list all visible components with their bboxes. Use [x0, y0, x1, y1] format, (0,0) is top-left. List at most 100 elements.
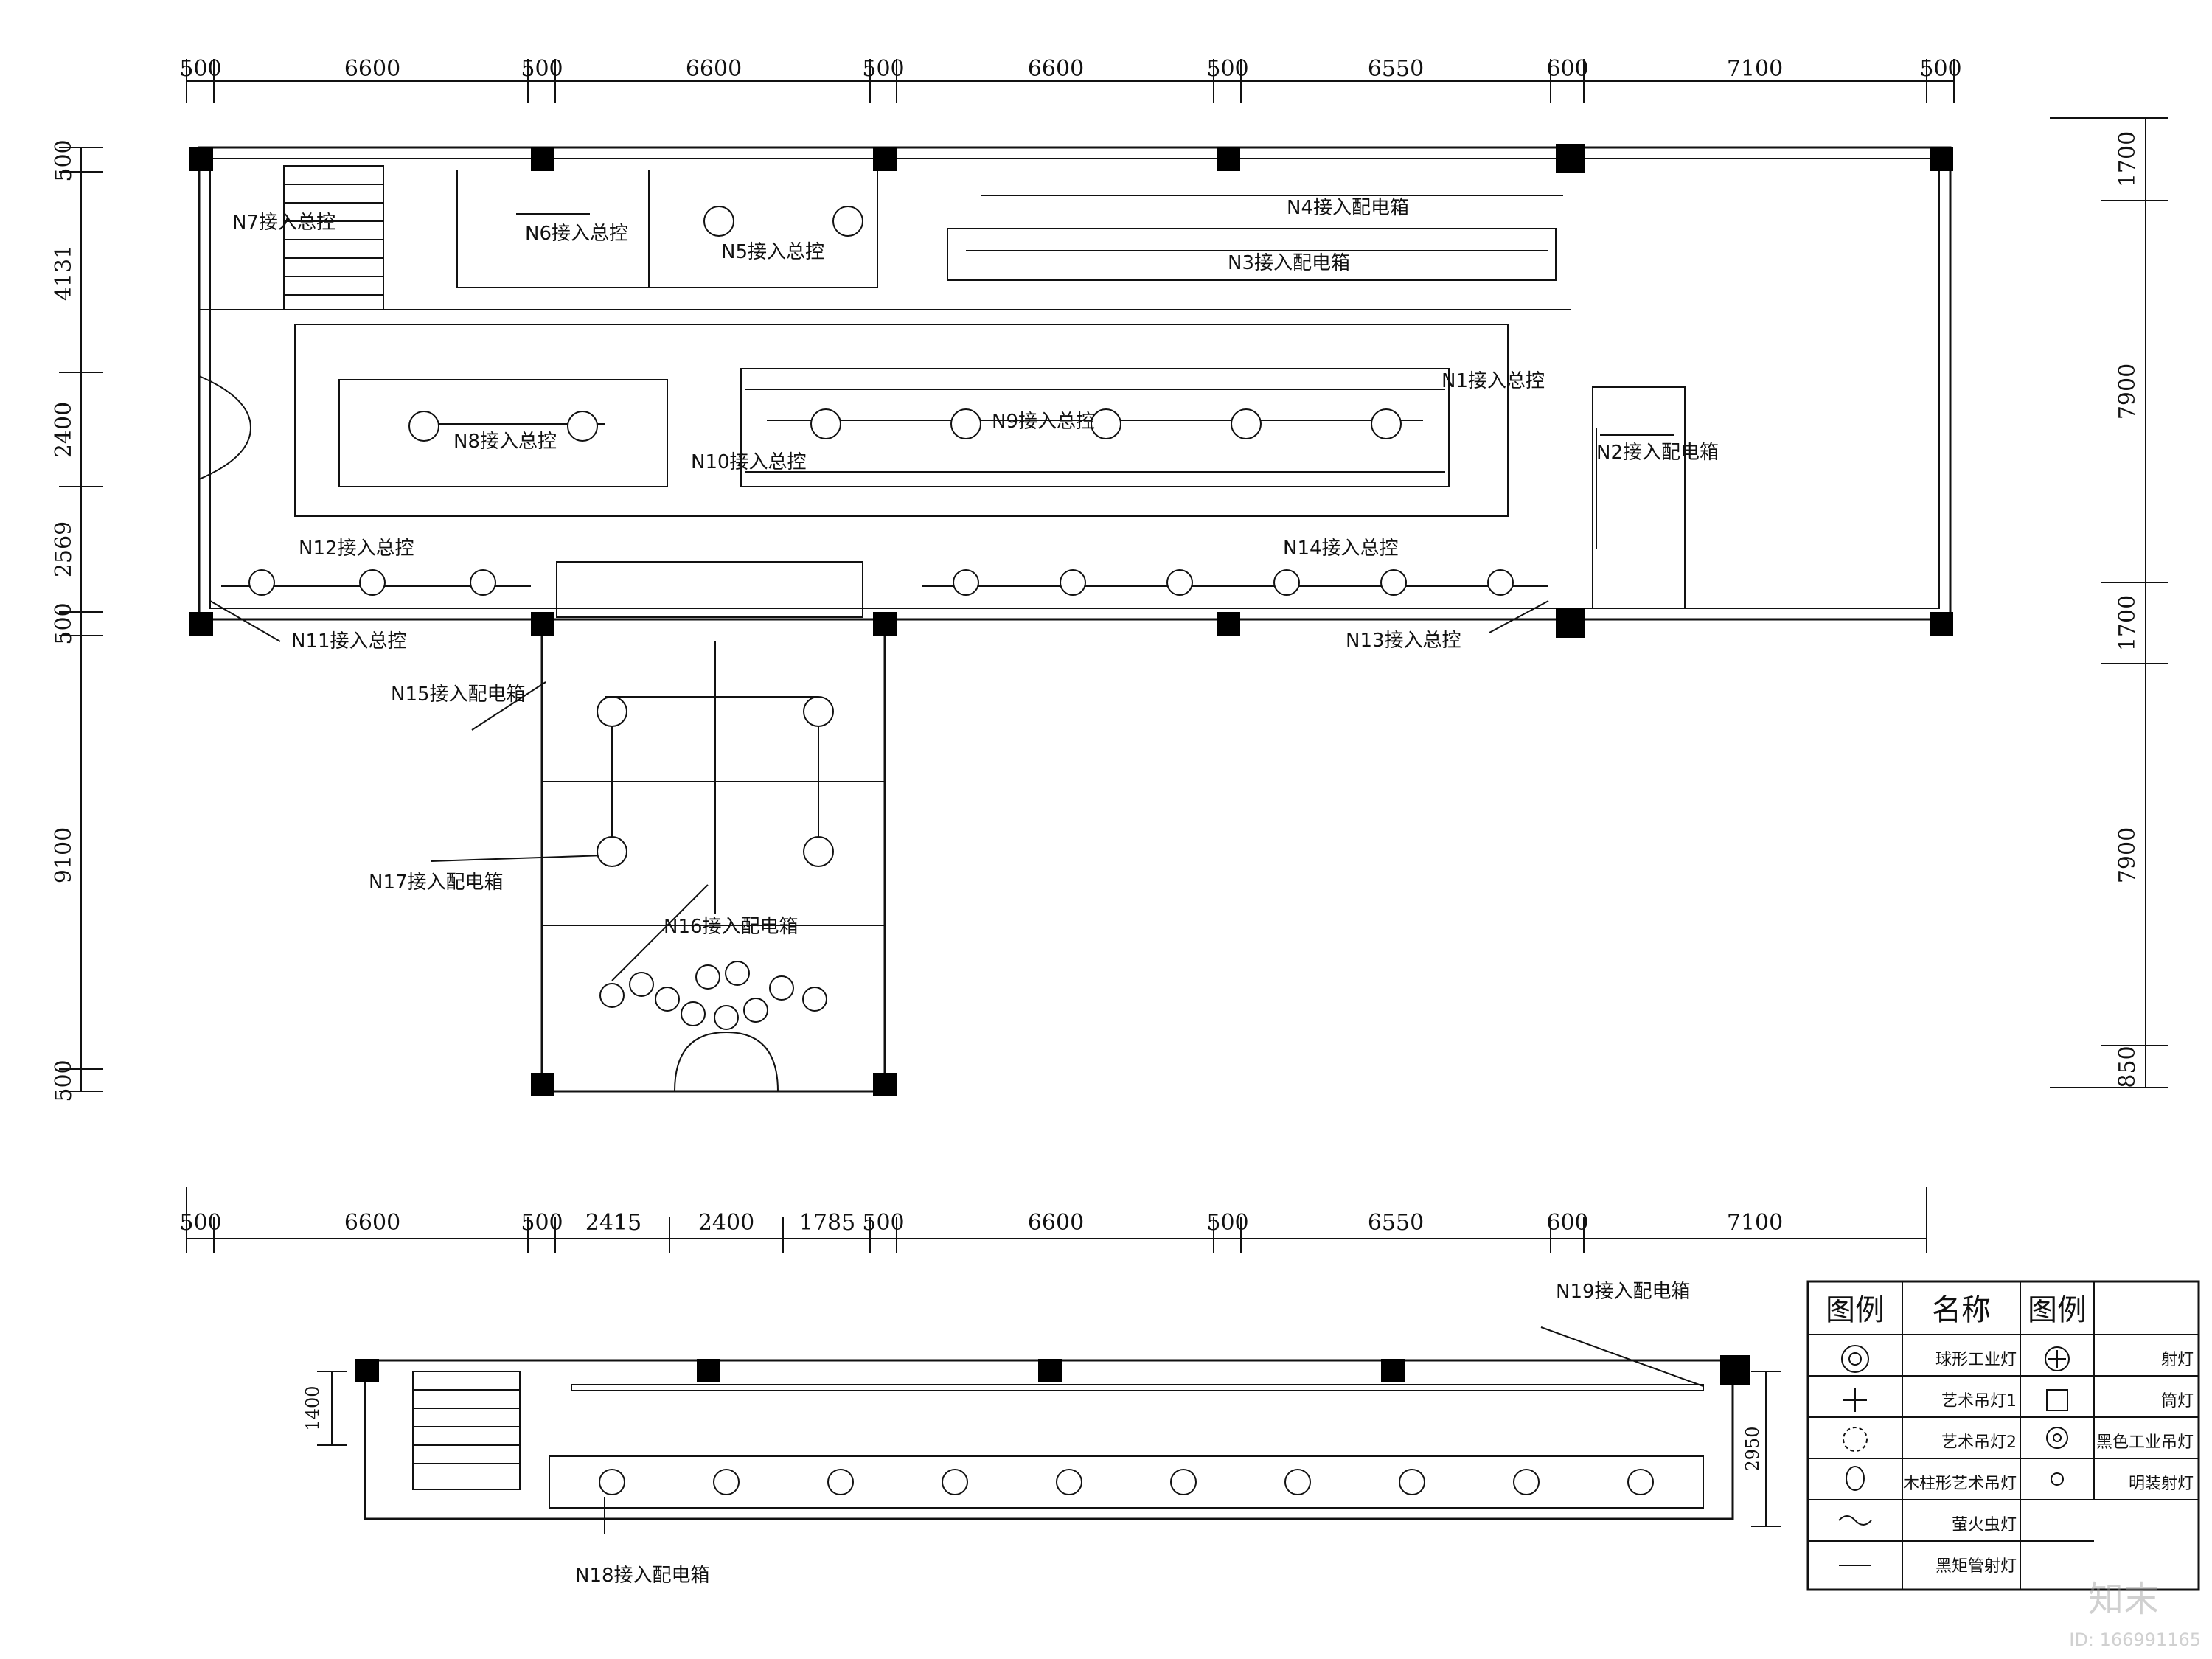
downlight-icon: [2046, 1389, 2068, 1411]
column: [873, 1073, 897, 1096]
dim-top-1: 6600: [344, 56, 400, 82]
main-floor-plan: [198, 146, 1952, 621]
column: [531, 612, 554, 636]
circuit-labels: N1接入总控 N2接入配电箱 N3接入配电箱 N4接入配电箱 N5接入总控 N6…: [232, 197, 1719, 938]
south-entrance-door: [674, 1032, 779, 1092]
art-pendant-1-icon: [1843, 1388, 1867, 1412]
spotlight: [470, 569, 496, 596]
column: [1930, 147, 1953, 171]
circuit-label-n6: N6接入总控: [525, 223, 628, 245]
column: [1556, 608, 1585, 638]
main-entrance-door: [198, 375, 251, 480]
art-pendant: [1627, 1469, 1654, 1495]
dim-top-0: 500: [179, 56, 221, 82]
sphere-lamp: [567, 411, 598, 442]
legend-name-1: 艺术吊灯1: [1941, 1392, 2017, 1411]
circuit-label-n9: N9接入总控: [992, 411, 1095, 433]
art-pendant: [713, 1469, 740, 1495]
art-pendant: [1284, 1469, 1311, 1495]
circuit-label-n5: N5接入总控: [721, 241, 824, 263]
wood-column-pendant-icon: [1846, 1466, 1865, 1491]
circuit-label-n17: N17接入配电箱: [369, 872, 504, 894]
column: [189, 147, 213, 171]
wood-column-pendant: [769, 975, 794, 1001]
column: [1038, 1359, 1062, 1382]
dim-right-0: 1700: [2115, 131, 2140, 187]
dim-top-5: 6600: [1028, 56, 1084, 82]
dim-right-4: 850: [2115, 1046, 2140, 1088]
mezzanine-stair: [412, 1371, 521, 1490]
circuit-label-n16: N16接入配电箱: [664, 916, 799, 938]
circuit-label-n1: N1接入总控: [1441, 370, 1545, 392]
circuit-label-n3: N3接入配电箱: [1228, 252, 1350, 274]
dim-bottom-8: 500: [1206, 1210, 1248, 1236]
structural-columns: [189, 144, 1953, 1096]
black-industrial-pendant-icon-inner: [2053, 1433, 2062, 1442]
dim-bottom-1: 6600: [344, 1210, 400, 1236]
dim-mezz-right: 2950: [1742, 1426, 1763, 1471]
dim-right-2: 1700: [2115, 595, 2140, 651]
circuit-label-n2: N2接入配电箱: [1596, 442, 1719, 464]
dim-bottom-2: 500: [521, 1210, 563, 1236]
dim-top-4: 500: [862, 56, 904, 82]
wood-column-pendant: [725, 961, 750, 986]
dim-mezz-left: 1400: [302, 1385, 323, 1430]
dim-bottom-5: 1785: [799, 1210, 855, 1236]
dim-right-1: 7900: [2115, 364, 2140, 420]
dim-top-9: 7100: [1727, 56, 1783, 82]
top-dimension-line: 500 6600 500 6600 500 6600 500 6550 600 …: [179, 56, 1962, 103]
circuit-label-n14: N14接入总控: [1283, 538, 1399, 560]
wood-column-pendant: [655, 987, 680, 1012]
circuit-label-n10: N10接入总控: [691, 451, 807, 473]
dim-top-7: 6550: [1368, 56, 1424, 82]
legend-name-5: 黑矩管射灯: [1935, 1557, 2017, 1576]
wood-column-pendant: [629, 972, 654, 997]
dim-bottom-9: 6550: [1368, 1210, 1424, 1236]
sphere-lamp: [597, 696, 627, 727]
spotlight: [359, 569, 386, 596]
dim-left-4: 500: [51, 602, 77, 644]
sphere-lamp: [597, 836, 627, 867]
dim-left-0: 500: [51, 139, 77, 181]
art-pendant: [1056, 1469, 1082, 1495]
sphere-lamp: [1371, 408, 1402, 439]
circuit-label-n8: N8接入总控: [453, 431, 557, 453]
column: [531, 147, 554, 171]
dim-left-3: 2569: [51, 521, 77, 577]
sphere-lamp: [803, 836, 834, 867]
watermark-id: ID: 166991165: [2069, 1630, 2201, 1650]
firefly-lamp-icon: [1838, 1515, 1872, 1526]
column: [1217, 147, 1240, 171]
column: [355, 1359, 379, 1382]
sphere-lamp: [803, 696, 834, 727]
sphere-lamp: [1091, 408, 1121, 439]
circuit-label-n7: N7接入总控: [232, 212, 335, 234]
art-pendant: [1399, 1469, 1425, 1495]
dim-left-6: 500: [51, 1060, 77, 1102]
dim-bottom-4: 2400: [698, 1210, 754, 1236]
black-rect-tube-light: [571, 1384, 1704, 1391]
column: [1930, 612, 1953, 636]
sphere-lamp: [950, 408, 981, 439]
window-strip: [556, 561, 863, 618]
spotlight: [1380, 569, 1407, 596]
wood-column-pendant: [714, 1005, 739, 1030]
legend-right-name-0: 射灯: [2161, 1351, 2194, 1369]
dim-top-10: 500: [1919, 56, 1961, 82]
legend-name-4: 萤火虫灯: [1952, 1516, 2017, 1534]
right-dimension-line: 1700 7900 1700 7900 850: [2050, 117, 2168, 1088]
spotlight: [1060, 569, 1086, 596]
sphere-lamp: [810, 408, 841, 439]
wood-column-pendant: [743, 998, 768, 1023]
spotlight-icon-cross: [2048, 1350, 2066, 1368]
circuit-label-n18: N18接入配电箱: [575, 1565, 710, 1587]
left-dimension-line: 500 4131 2400 2569 500 9100 500: [51, 139, 103, 1102]
column: [189, 612, 213, 636]
legend-name-2: 艺术吊灯2: [1941, 1433, 2017, 1452]
sphere-lamp: [703, 206, 734, 237]
watermark-logo: 知末: [2088, 1579, 2159, 1620]
sphere-lamp: [832, 206, 863, 237]
legend-right-name-2: 黑色工业吊灯: [2096, 1433, 2194, 1452]
dim-bottom-0: 500: [179, 1210, 221, 1236]
dim-bottom-7: 6600: [1028, 1210, 1084, 1236]
